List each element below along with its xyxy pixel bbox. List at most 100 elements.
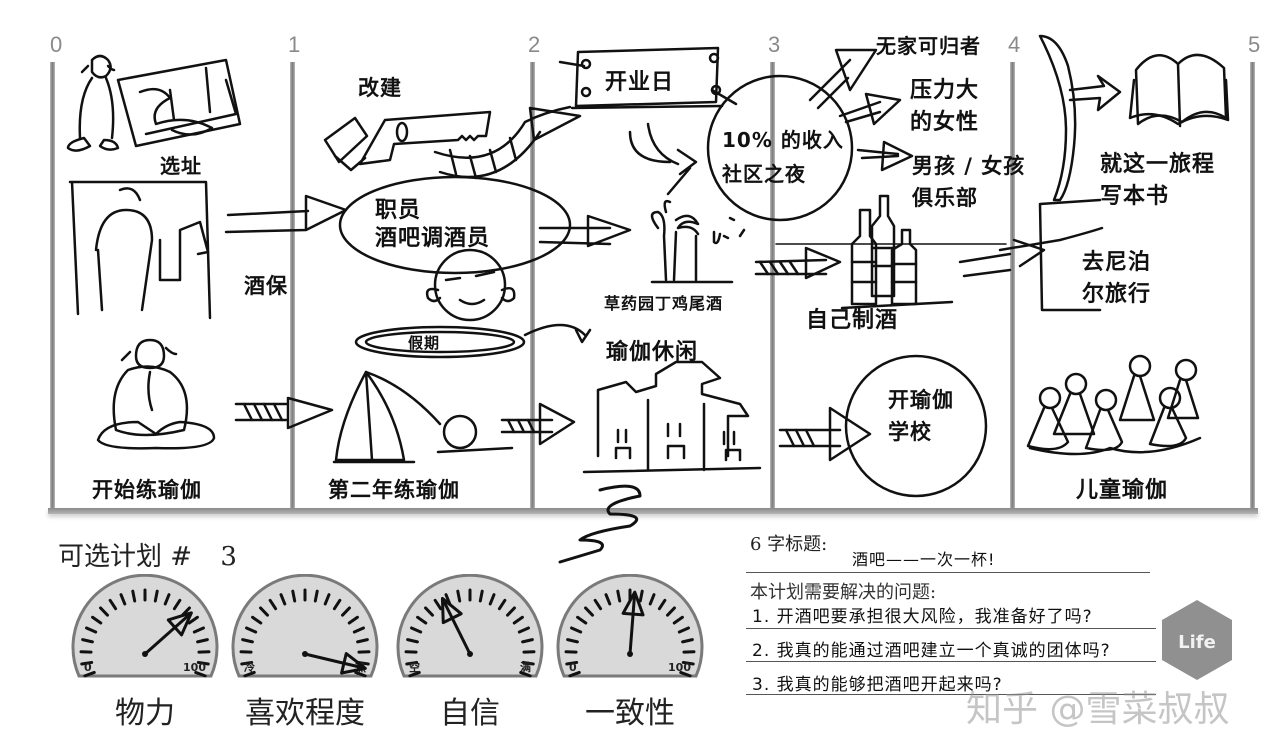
plan-number: 3 [220,542,237,572]
gauge-needle [628,592,637,655]
gauge-tick [131,589,137,603]
gauge-tick [568,670,581,678]
gauge-tick [424,606,434,617]
arrow-icon [808,48,878,110]
gauge-tick [497,598,507,611]
label-homeless: 无家可归者 [876,34,981,58]
meditating-person-icon [96,338,216,450]
questions-heading: 本计划需要解决的问题: [750,582,937,603]
gauge-tick [566,638,579,644]
timeline-divider [1250,62,1255,514]
life-logo-icon: Life [1162,600,1232,680]
ruled-line [746,661,1156,662]
label-yoga-school-line1: 开瑜伽 [888,388,954,412]
gauge-needle-arrowhead [621,590,645,617]
label-start-yoga: 开始练瑜伽 [92,478,202,502]
gauge-dial: 0 100 [556,573,704,678]
label-kids-yoga: 儿童瑜伽 [1076,478,1169,503]
gauge-tick [83,670,96,678]
gauge-max-label: 100 [668,661,691,674]
question-item: 3. 我真的能够把酒吧开起来吗? [752,675,1003,695]
logo-text: Life [1178,632,1216,653]
gauge-tick [279,593,287,606]
gauge-tick [356,638,369,644]
gauge-tick [354,670,367,678]
open-book-icon [1128,53,1230,128]
arrow-icon [754,246,842,280]
gauge-tick [406,638,419,644]
watermark-text: 知乎 @雪菜叔叔 [966,689,1230,730]
hammer-and-saw-icon [323,110,492,172]
gauge-tick [570,626,583,634]
arrow-icon [778,406,872,462]
gauge-tick [291,589,297,603]
gauge-tick [512,615,524,625]
gauge-label-effort: 物力 [115,696,175,731]
arrow-icon [628,122,698,196]
wine-bottles-icon [840,194,954,310]
bar-counter-icon [68,180,212,320]
gauge-tick [519,670,532,678]
gauge-tick [679,670,692,678]
scribble-mark [558,484,642,564]
gauge-hub [467,651,473,657]
gauge-hub [142,651,148,657]
gauge-tick [153,589,159,603]
label-nepal-line1: 去尼泊 [1082,250,1152,275]
gauge-hub [627,651,633,657]
timeline-tick-5: 5 [1248,32,1261,57]
gauge-tick [433,598,443,611]
gauge-tick [638,589,644,603]
label-stressed-women-line1: 压力大 [910,78,980,103]
gauge-coherence: 0 100 [555,573,705,682]
gauge-tick [108,598,118,611]
gauge-tick [241,638,254,644]
timeline-divider [770,62,775,514]
gauge-needle-arrowhead [166,611,193,637]
arrow-icon [838,92,902,126]
gauge-tick [416,615,428,625]
timeline-divider [1010,62,1015,514]
arrow-icon [224,194,348,234]
gauge-min-label: 0 [569,661,577,674]
gauge-label-passion: 喜欢程度 [245,696,365,731]
gauge-tick [172,598,182,611]
gauge-needle [441,597,472,655]
label-herb-garden-cocktail: 草药园丁鸡尾酒 [604,294,724,313]
label-homebrew: 自己制酒 [806,308,899,333]
label-site-selection: 选址 [160,154,202,178]
gauge-tick [648,593,656,606]
herb-plant-icon [650,199,746,284]
gauge-tick [91,615,103,625]
gauge-min-label: 0 [84,661,92,674]
gauge-tick [677,626,690,634]
label-club-line2: 俱乐部 [912,186,978,210]
gauge-tick [81,638,94,644]
gauge-tick [245,626,258,634]
gauge-tick [517,626,530,634]
gauge-tick [196,660,210,666]
timeline-tick-4: 4 [1008,32,1021,57]
gauge-dial: 冷热 [231,573,379,678]
gauge-tick [352,626,365,634]
arrow-icon [538,214,632,248]
timeline-divider [530,62,535,514]
gauge-tick [521,638,534,644]
gauge-tick [681,638,694,644]
gauge-tick [194,670,207,678]
gauge-tick [521,660,535,666]
gauge-tick [616,589,622,603]
gauge-max-label: 满 [520,660,531,674]
label-stressed-women-line2: 的女性 [910,110,980,135]
plan-title-text: 可选计划 # [58,542,193,572]
arrow-icon [234,396,334,430]
gauge-tick [332,598,342,611]
gauge-confidence: 空满 [395,573,545,682]
ruled-line [746,694,1156,695]
arrow-icon [500,402,576,446]
gauge-min-label: 冷 [244,660,255,674]
headline-label: 6 字标题: [750,534,828,555]
gauge-tick [604,593,612,606]
gauge-tick [99,606,109,617]
